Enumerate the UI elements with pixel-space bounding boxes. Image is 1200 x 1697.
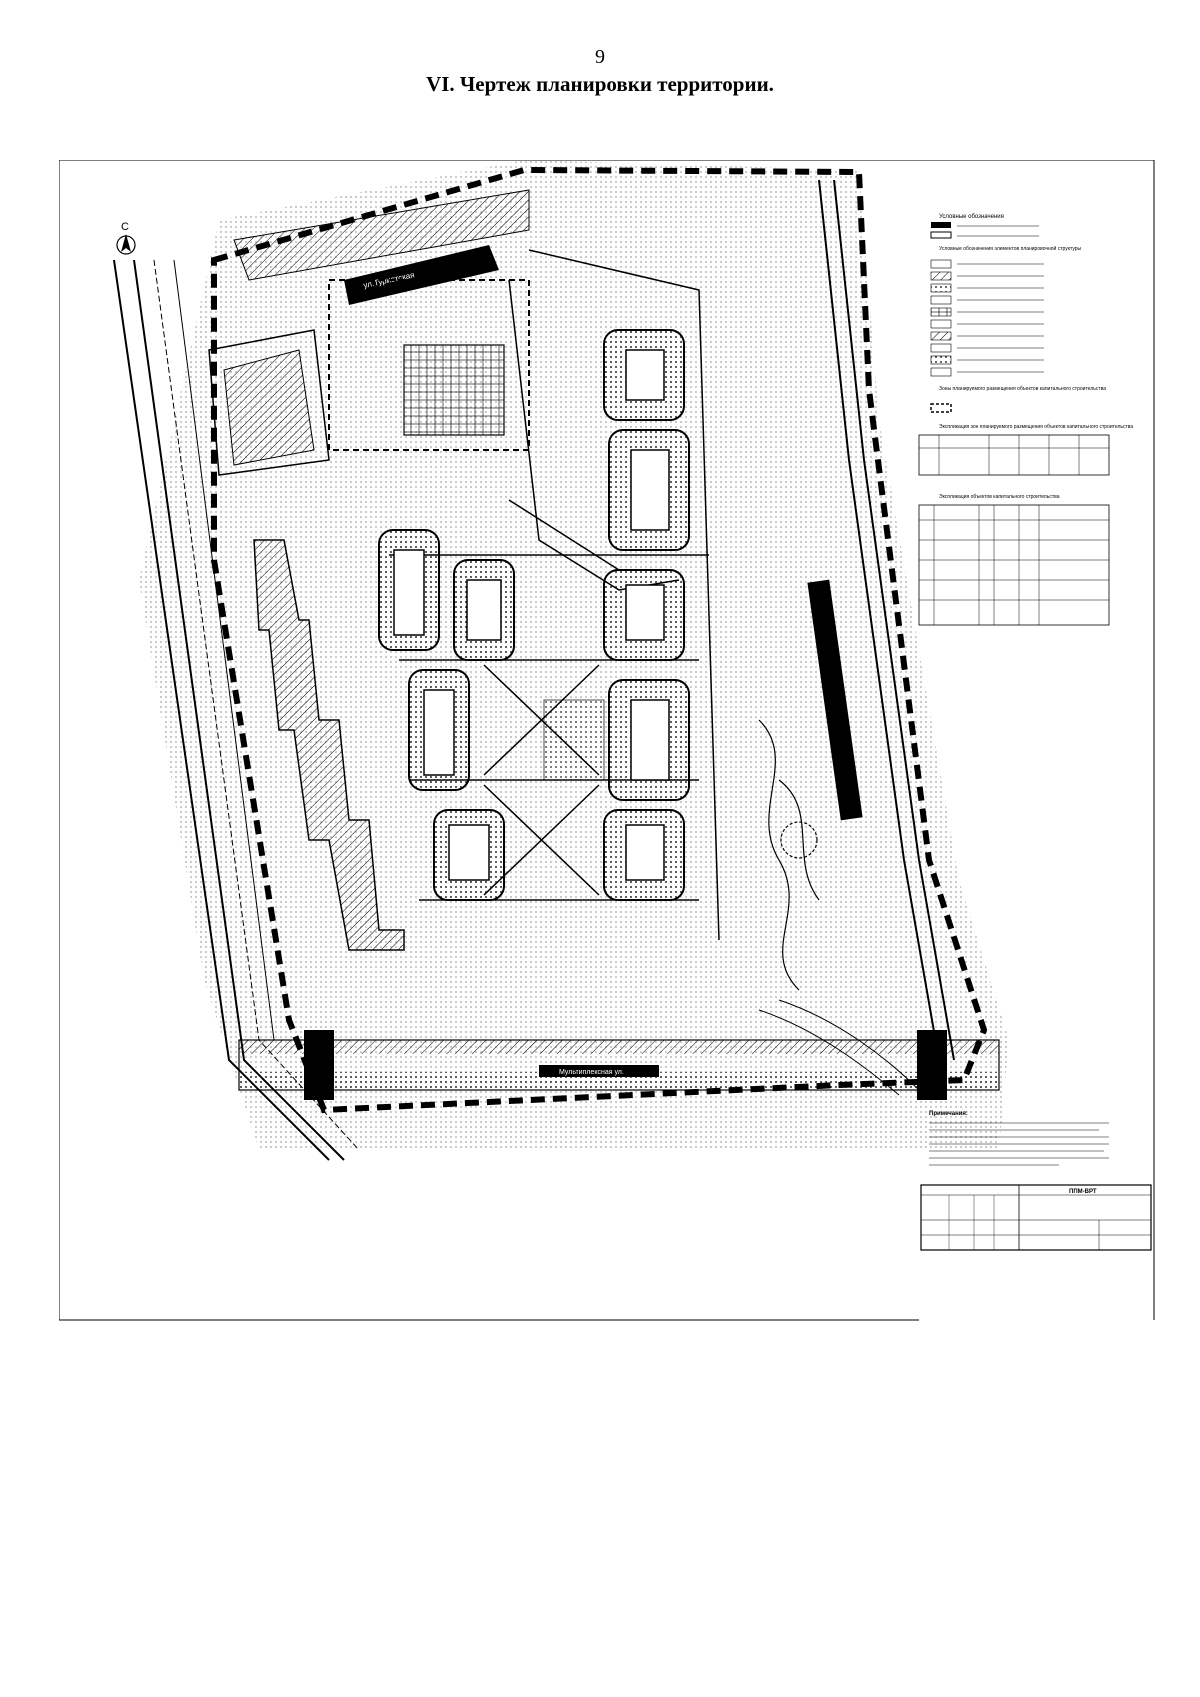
residential-buildings (378, 329, 690, 901)
objects-table: Экспликация объектов капитального строит… (918, 494, 1110, 626)
north-marker: С (121, 221, 129, 233)
notes-heading: Примечания: (929, 1111, 968, 1117)
bottom-road: Мультиплексная ул. (238, 999, 1000, 1100)
zones-table-title: Экспликация зон планируемого размещения … (939, 424, 1133, 430)
planning-drawing: С ул.Туристская (59, 160, 1160, 1322)
legend-block: Условные обозначения Условные обозначени… (930, 214, 1106, 413)
objects-table-title: Экспликация объектов капитального строит… (939, 494, 1060, 500)
zones-table: Экспликация зон планируемого размещения … (918, 424, 1133, 476)
north-arrow-icon: С (116, 221, 136, 255)
stamp-code: ППМ-ВРТ (1069, 1189, 1097, 1195)
title-block-stamp: ППМ-ВРТ (920, 1184, 1152, 1251)
top-road: ул.Туристская (233, 189, 530, 305)
street-bottom: Мультиплексная ул. (559, 1069, 624, 1076)
legend-heading: Условные обозначения (939, 214, 1004, 220)
right-corridor (807, 179, 955, 1061)
school-lot (208, 279, 530, 476)
sheet-border (59, 160, 1155, 1321)
legend-elements-heading: Условные обозначения элементов планирово… (939, 245, 1082, 252)
west-building (253, 539, 405, 951)
park-paths (758, 719, 820, 991)
legend-zones-heading: Зоны планируемого размещения объектов ка… (939, 386, 1106, 392)
planning-boundary (211, 166, 988, 1114)
notes-block: Примечания: (929, 1111, 1109, 1166)
page-title: VI. Чертеж планировки территории. (426, 72, 774, 96)
page-number: 9 (595, 46, 605, 68)
